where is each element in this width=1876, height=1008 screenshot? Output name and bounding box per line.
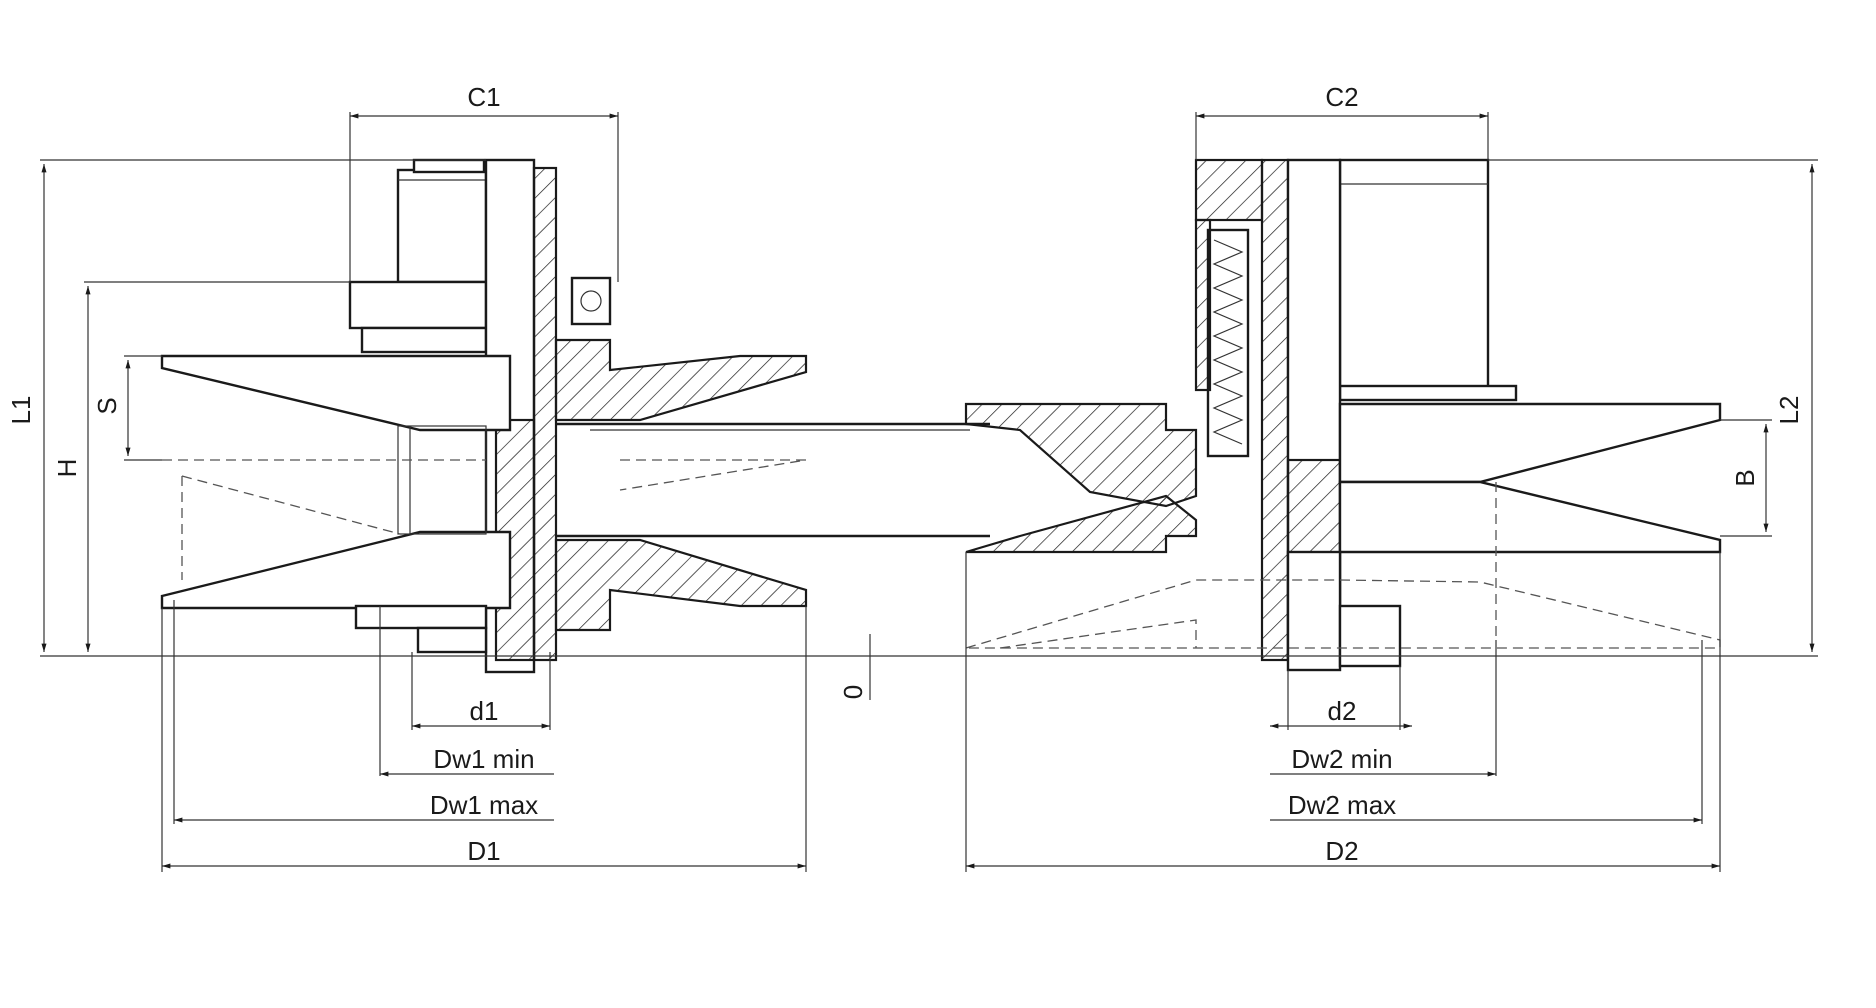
- driver-pulley: [160, 158, 808, 674]
- driven-pulley: [964, 158, 1722, 672]
- label-s: S: [92, 397, 122, 414]
- label-dw2-min: Dw2 min: [1291, 744, 1392, 774]
- label-big-d2: D2: [1325, 836, 1358, 866]
- label-dw2-max: Dw2 max: [1288, 790, 1396, 820]
- label-d1: d1: [470, 696, 499, 726]
- dimension-lines: [40, 112, 1818, 872]
- label-big-d1: D1: [467, 836, 500, 866]
- belt-section: [556, 422, 990, 538]
- dimension-labels: C1 C2 L1 H S L2 B 0 d1 Dw1 min Dw1 max D…: [6, 82, 1804, 866]
- label-dw1-max: Dw1 max: [430, 790, 538, 820]
- label-d2: d2: [1328, 696, 1357, 726]
- label-dw1-min: Dw1 min: [433, 744, 534, 774]
- label-zero: 0: [838, 685, 868, 699]
- label-c1: C1: [467, 82, 500, 112]
- label-h: H: [52, 459, 82, 478]
- label-l2: L2: [1774, 396, 1804, 425]
- label-c2: C2: [1325, 82, 1358, 112]
- label-l1: L1: [6, 396, 36, 425]
- label-b: B: [1730, 469, 1760, 486]
